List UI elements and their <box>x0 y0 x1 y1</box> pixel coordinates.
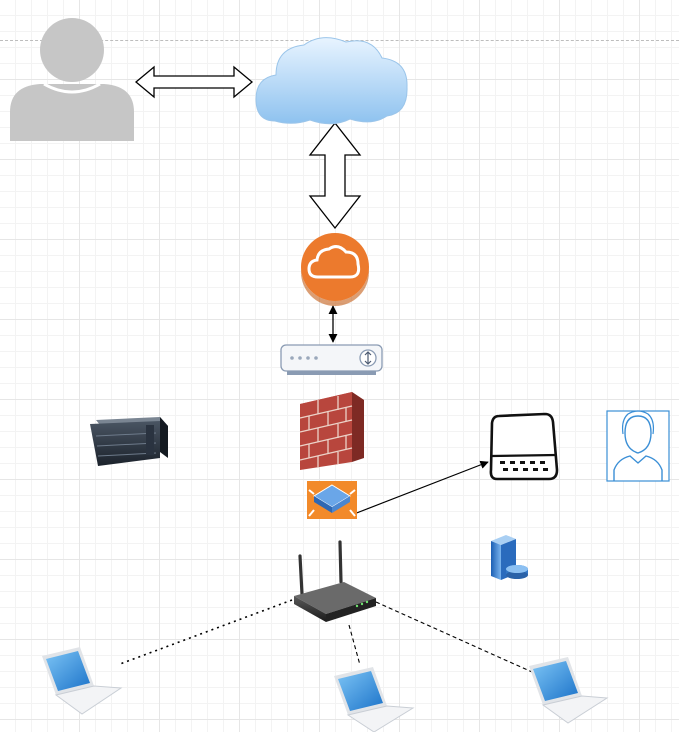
laptop-icon[interactable] <box>529 657 609 724</box>
firewall-icon[interactable] <box>299 392 364 470</box>
connector-switch-to-storage[interactable] <box>353 460 489 515</box>
user-avatar-icon[interactable] <box>606 410 670 482</box>
rack-server-icon[interactable] <box>90 417 168 466</box>
connector-user-to-cloud[interactable] <box>134 65 254 99</box>
connector-router-to-laptop-left[interactable] <box>119 599 293 665</box>
connector-router-to-laptop-right[interactable] <box>375 601 533 673</box>
connector-router-to-laptop-center[interactable] <box>348 624 361 666</box>
cloud-icon[interactable] <box>255 37 408 125</box>
connector-cloud-to-gateway[interactable] <box>308 121 362 230</box>
cloud-gateway-icon[interactable] <box>301 233 369 306</box>
user-silhouette-icon[interactable] <box>10 18 134 141</box>
laptop-icon[interactable] <box>42 647 123 715</box>
switch-icon[interactable] <box>307 481 357 519</box>
modem-icon[interactable] <box>280 344 383 375</box>
laptop-icon[interactable] <box>334 667 415 732</box>
storage-drive-icon[interactable] <box>489 412 559 481</box>
wifi-router-icon[interactable] <box>294 540 376 622</box>
database-server-icon[interactable] <box>491 535 528 580</box>
